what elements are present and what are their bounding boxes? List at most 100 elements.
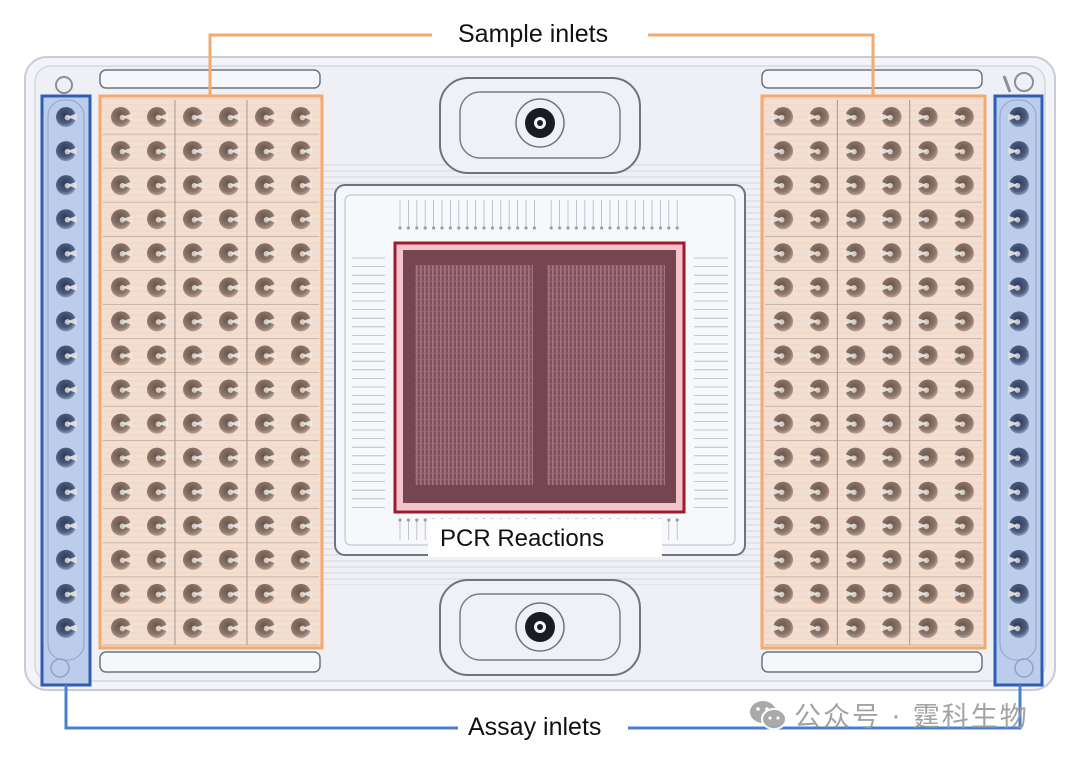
inlet-well — [844, 583, 866, 604]
bond-pad — [423, 518, 427, 522]
inlet-well — [808, 141, 830, 162]
inlet-well — [844, 549, 866, 570]
inlet-well — [808, 617, 830, 638]
inlet-well — [255, 107, 276, 128]
bond-pad — [658, 226, 663, 230]
inlet-well — [291, 345, 312, 366]
inlet-well — [219, 107, 240, 128]
inlet-well — [917, 515, 938, 536]
inlet-well — [953, 243, 974, 264]
pcr-reactions-label: PCR Reactions — [428, 519, 662, 557]
inlet-well — [56, 107, 77, 128]
inlet-well — [1008, 413, 1029, 434]
bond-pad — [608, 226, 612, 230]
bond-pad — [574, 226, 579, 230]
inlet-well — [953, 617, 974, 638]
inlet-well — [183, 243, 204, 264]
bond-pad — [549, 226, 553, 230]
inlet-well — [917, 413, 938, 434]
inlet-well — [255, 515, 276, 536]
inlet-well — [56, 345, 77, 366]
inlet-well — [881, 413, 902, 434]
bond-pad — [398, 226, 402, 230]
inlet-well — [881, 107, 902, 128]
inlet-well — [56, 413, 77, 434]
sample-inlets-bracket — [208, 33, 875, 96]
inlet-well — [291, 243, 312, 264]
inlet-well — [881, 515, 902, 536]
inlet-well — [219, 549, 240, 570]
inlet-well — [917, 175, 938, 196]
inlet-well — [772, 379, 794, 400]
inlet-well — [844, 243, 866, 264]
inlet-well — [219, 175, 240, 196]
inlet-well — [881, 277, 902, 298]
inlet-well — [881, 447, 902, 468]
bond-pad — [457, 226, 461, 230]
inlet-well — [844, 345, 866, 366]
inlet-well — [147, 617, 168, 638]
inlet-well — [183, 515, 204, 536]
bond-pad — [566, 226, 570, 230]
inlet-well — [844, 107, 866, 128]
inlet-well — [808, 175, 830, 196]
inlet-well — [147, 175, 168, 196]
inlet-well — [111, 617, 132, 638]
inlet-well — [917, 583, 938, 604]
assay-inlets-left — [40, 94, 92, 687]
inlet-well — [953, 175, 974, 196]
inlet-well — [255, 209, 276, 230]
inlet-well — [772, 413, 794, 434]
inlet-well — [844, 311, 866, 332]
inlet-well — [772, 209, 794, 230]
inlet-well — [917, 447, 938, 468]
inlet-well — [844, 379, 866, 400]
sample-inlets-right — [760, 94, 987, 650]
bond-pad — [616, 226, 621, 230]
inlet-well — [255, 277, 276, 298]
inlet-well — [881, 345, 902, 366]
inlet-well — [56, 481, 77, 502]
inlet-well — [917, 277, 938, 298]
inlet-well — [255, 175, 276, 196]
inlet-well — [255, 243, 276, 264]
inlet-well — [808, 243, 830, 264]
inlet-well — [291, 515, 312, 536]
inlet-well — [183, 311, 204, 332]
bond-pad — [440, 226, 444, 230]
inlet-well — [219, 413, 240, 434]
inlet-well — [881, 141, 902, 162]
inlet-well — [111, 243, 132, 264]
inlet-well — [953, 447, 974, 468]
inlet-well — [772, 549, 794, 570]
inlet-well — [953, 515, 974, 536]
inlet-well — [56, 583, 77, 604]
inlet-well — [772, 617, 794, 638]
bond-pad — [507, 226, 511, 230]
inlet-well — [917, 481, 938, 502]
inlet-well — [219, 515, 240, 536]
inlet-well — [1008, 617, 1029, 638]
inlet-well — [953, 345, 974, 366]
inlet-well — [881, 549, 902, 570]
inlet-well — [255, 379, 276, 400]
inlet-well — [917, 141, 938, 162]
inlet-well — [111, 447, 132, 468]
inlet-well — [881, 209, 902, 230]
inlet-well — [917, 107, 938, 128]
inlet-well — [255, 311, 276, 332]
bond-pad — [406, 518, 410, 522]
inlet-well — [56, 243, 77, 264]
inlet-well — [1008, 345, 1029, 366]
inlet-well — [183, 617, 204, 638]
inlet-well — [291, 481, 312, 502]
inlet-well — [844, 515, 866, 536]
bond-pad — [667, 226, 671, 230]
inlet-well — [808, 379, 830, 400]
inlet-well — [772, 107, 794, 128]
inlet-well — [808, 209, 830, 230]
inlet-well — [772, 311, 794, 332]
bond-pad — [675, 226, 679, 230]
bond-pad — [423, 226, 427, 230]
